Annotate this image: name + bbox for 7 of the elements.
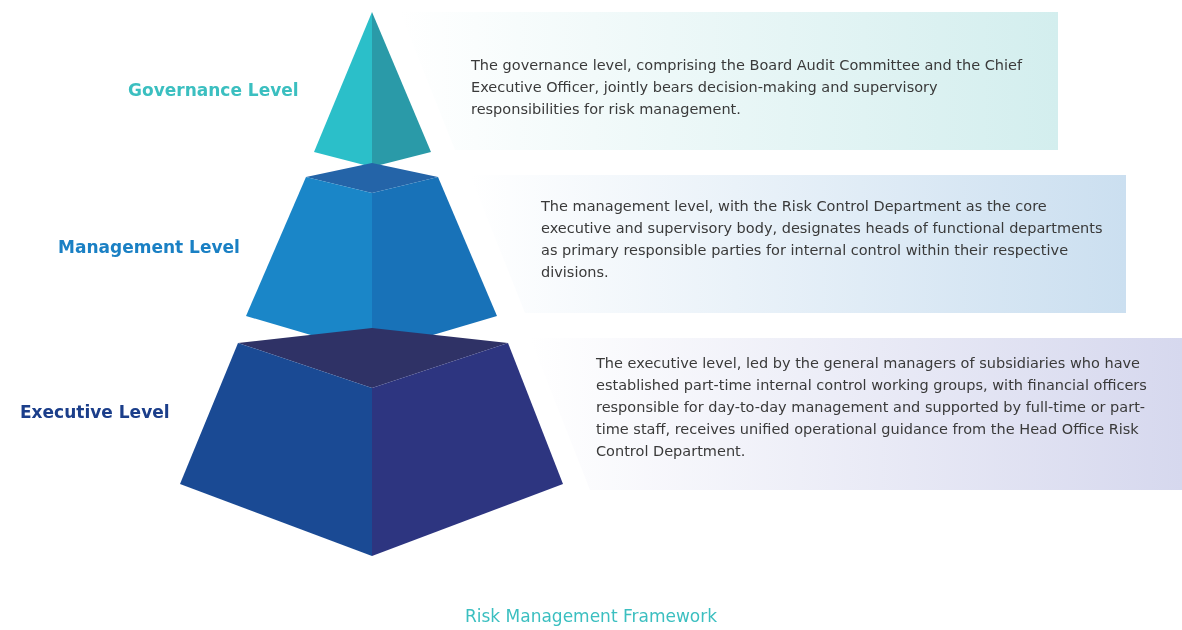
level-label: Executive Level	[20, 402, 170, 422]
caption: Risk Management Framework	[463, 606, 719, 626]
level-label: Governance Level	[128, 80, 299, 100]
description-text: The governance level, comprising the Board Audit Committee and the Chief Executive Officer, jointly bears decision-making and supervisory responsibilities for risk management.	[471, 56, 1024, 119]
level-label: Management Level	[58, 237, 240, 257]
description-text: The management level, with the Risk Control Department as the core executive and supervisory body, designates heads of functional departments as primary responsible parties for internal control within their respective divisions.	[541, 197, 1104, 282]
description-text: The executive level, led by the general managers of subsidiaries who have established part-time internal control working groups, with financial officers responsible for day-to-day management and supported by full-time or part-time staff, receives unified operational guidance from the Head Office Risk Control Department.	[596, 354, 1148, 461]
